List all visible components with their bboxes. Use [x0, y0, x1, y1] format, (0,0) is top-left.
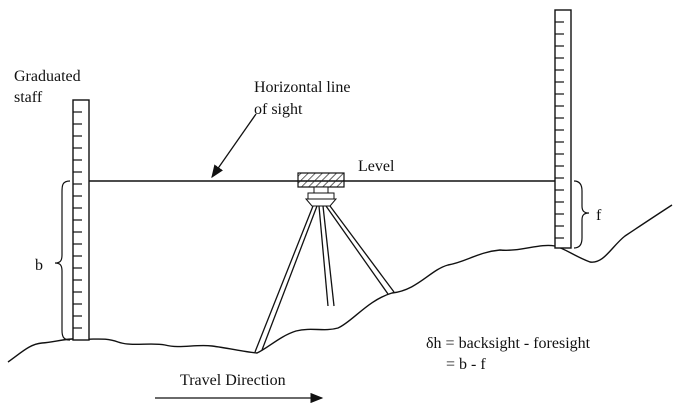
sight-label-line1: Horizontal line — [254, 79, 350, 96]
sight-pointer-arrow — [211, 113, 257, 179]
equation-line2: = b - f — [446, 356, 486, 373]
sight-label-line2: of sight — [254, 101, 303, 118]
staff-label-line2: staff — [14, 89, 43, 106]
level-instrument — [297, 172, 345, 207]
foresight-label: f — [596, 207, 602, 224]
left-staff — [72, 99, 90, 341]
level-label: Level — [358, 158, 395, 175]
travel-direction-label: Travel Direction — [180, 372, 286, 389]
right-staff — [554, 9, 572, 249]
backsight-label: b — [35, 257, 43, 274]
tripod — [254, 205, 395, 353]
backsight-brace — [54, 180, 71, 341]
equation-line1: δh = backsight - foresight — [426, 335, 591, 352]
ground-profile — [7, 204, 673, 363]
staff-label-line1: Graduated — [14, 68, 81, 85]
foresight-brace — [573, 180, 590, 249]
